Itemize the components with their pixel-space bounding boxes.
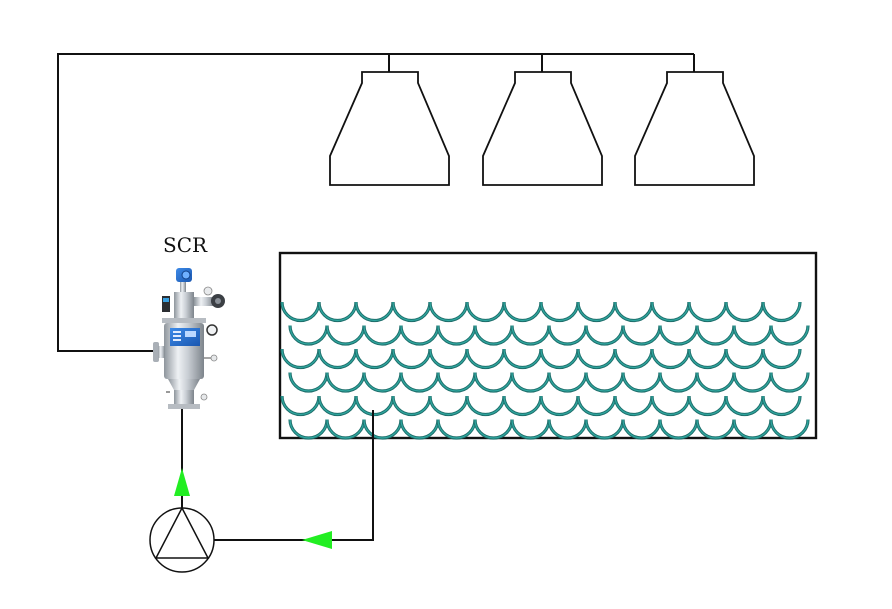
wave-arc-highlight [614,348,653,369]
wave-arc-highlight [392,301,431,322]
wave-arc-highlight [762,348,801,369]
wave-arc-highlight [688,348,727,369]
wave-arc-highlight [437,372,476,392]
wave-arc-highlight [400,325,439,345]
wave-arc-highlight [503,348,542,369]
wave-arc-highlight [289,419,328,439]
return-pipe [214,410,374,541]
wave-arc-highlight [511,325,550,345]
wave-arc-highlight [770,419,809,439]
wave-arc-highlight [577,395,616,416]
wave-arc-highlight [429,395,468,416]
wave-arc-highlight [429,301,468,322]
wave-arc-highlight [762,301,801,322]
wave-arc-highlight [392,395,431,416]
wave-arc-highlight [281,395,320,416]
water-waves [280,301,810,440]
wave-arc-highlight [503,395,542,416]
wave-arc-highlight [733,325,772,345]
wave-arc-highlight [355,301,394,322]
scr-filter [153,268,225,409]
wave-arc-highlight [540,348,579,369]
wave-arc-highlight [614,395,653,416]
wave-arc-highlight [326,372,365,392]
wave-arc-highlight [400,419,439,439]
wave-arc-highlight [466,348,505,369]
supply-pipe [57,53,694,352]
wave-arc-highlight [326,325,365,345]
wave-arc-highlight [725,348,764,369]
wave-arc-highlight [281,301,320,322]
wave-arc-highlight [688,395,727,416]
wave-arc-highlight [622,325,661,345]
wave-arc-highlight [696,325,735,345]
wave-arc-highlight [548,372,587,392]
cooling-tower-fan-3 [634,71,755,186]
wave-arc-highlight [548,325,587,345]
wave-arc-highlight [289,325,328,345]
wave-arc-highlight [651,348,690,369]
wave-arc-highlight [511,372,550,392]
wave-arc-highlight [400,372,439,392]
wave-arc-highlight [511,419,550,439]
wave-arc-highlight [651,301,690,322]
wave-arc-highlight [659,372,698,392]
wave-arc-highlight [363,419,402,439]
wave-arc-highlight [466,395,505,416]
flow-arrow-up [174,468,190,496]
wave-arc-highlight [281,348,320,369]
wave-arc-highlight [770,325,809,345]
pump-triangle-icon [154,506,210,559]
wave-arc-highlight [614,301,653,322]
wave-arc-highlight [770,372,809,392]
wave-arc-highlight [725,301,764,322]
circulation-pump [149,506,215,573]
wave-arc-highlight [696,372,735,392]
wave-arc-highlight [318,395,357,416]
wave-arc-highlight [437,325,476,345]
wave-arc-highlight [577,301,616,322]
pressure-gauge-icon [206,324,218,336]
wave-arc-highlight [289,372,328,392]
wave-arc-highlight [474,419,513,439]
wave-arc-highlight [733,419,772,439]
wave-arc-highlight [659,325,698,345]
wave-arc-highlight [503,301,542,322]
wave-arc-highlight [429,348,468,369]
cooling-tower-fan-2 [482,71,603,186]
wave-arc-highlight [474,325,513,345]
wave-arc-highlight [474,372,513,392]
wave-arc-highlight [585,372,624,392]
wave-arc-highlight [622,372,661,392]
cooling-water-basin [278,251,818,440]
wave-arc-highlight [540,395,579,416]
wave-arc-highlight [585,419,624,439]
wave-arc-highlight [355,395,394,416]
wave-arc-highlight [659,419,698,439]
wave-arc-highlight [651,395,690,416]
wave-arc-highlight [392,348,431,369]
wave-arc-highlight [696,419,735,439]
wave-arc-highlight [585,325,624,345]
wave-arc-highlight [363,372,402,392]
cooling-tower-fan-1 [329,71,450,186]
wave-arc-highlight [548,419,587,439]
wave-arc-highlight [733,372,772,392]
wave-arc-highlight [688,301,727,322]
flow-arrow-left [302,531,332,549]
wave-arc-highlight [318,348,357,369]
wave-arc-highlight [326,419,365,439]
wave-arc-highlight [540,301,579,322]
wave-arc-highlight [363,325,402,345]
wave-arc-highlight [466,301,505,322]
wave-arc-highlight [437,419,476,439]
filter-label: SCR [163,233,208,257]
wave-arc-highlight [577,348,616,369]
wave-arc-highlight [318,301,357,322]
wave-arc-highlight [725,395,764,416]
wave-arc-highlight [355,348,394,369]
wave-arc-highlight [622,419,661,439]
wave-arc-highlight [762,395,801,416]
